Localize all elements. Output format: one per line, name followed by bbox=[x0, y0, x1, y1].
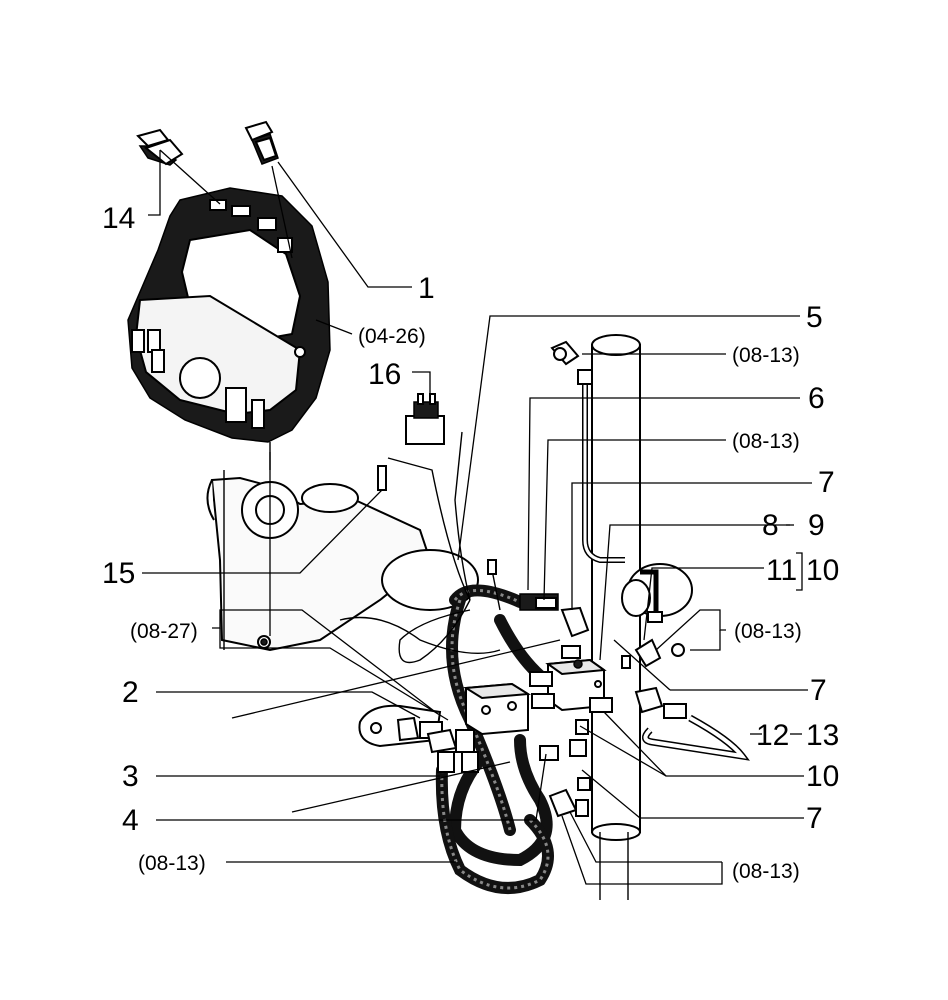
label-10-bottom: 10 bbox=[806, 760, 839, 793]
label-7-top: 7 bbox=[818, 466, 835, 499]
label-08-13-left-bottom: (08-13) bbox=[138, 852, 206, 875]
label-08-13-second: (08-13) bbox=[732, 430, 800, 453]
label-9: 9 bbox=[808, 509, 825, 542]
orbital-valve bbox=[621, 563, 693, 623]
steering-column-bracket bbox=[206, 465, 479, 652]
wiring-harness bbox=[339, 431, 501, 664]
label-2: 2 bbox=[122, 676, 139, 709]
label-6: 6 bbox=[808, 382, 825, 415]
label-10-top: 10 bbox=[806, 554, 839, 587]
label-5: 5 bbox=[806, 301, 823, 334]
instrument-panel bbox=[127, 187, 331, 470]
fittings bbox=[396, 593, 687, 818]
label-4: 4 bbox=[122, 804, 139, 837]
steering-column-tube bbox=[591, 334, 641, 900]
label-3: 3 bbox=[122, 760, 139, 793]
label-8: 8 bbox=[762, 509, 779, 542]
label-13: 13 bbox=[806, 719, 839, 752]
label-08-13-right-bottom: (08-13) bbox=[732, 860, 800, 883]
elbow-fitting-top bbox=[550, 340, 580, 366]
tube-12-13 bbox=[642, 714, 750, 761]
label-11: 11 bbox=[766, 554, 797, 587]
label-7-bottom: 7 bbox=[806, 802, 823, 835]
valve-block-2 bbox=[462, 682, 532, 736]
label-15: 15 bbox=[102, 557, 135, 590]
label-14: 14 bbox=[102, 202, 135, 235]
label-1: 1 bbox=[418, 272, 435, 305]
leader-lines bbox=[142, 149, 812, 885]
label-7-middle: 7 bbox=[810, 674, 827, 707]
rigid-tube bbox=[577, 369, 625, 563]
callout-labels: 14 1 (04-26) 5 (08-13) 16 6 (08-13) 7 8 … bbox=[102, 202, 839, 883]
label-16: 16 bbox=[368, 358, 401, 391]
label-08-27: (08-27) bbox=[130, 620, 198, 643]
label-08-13-top: (08-13) bbox=[732, 344, 800, 367]
label-04-26: (04-26) bbox=[358, 325, 426, 348]
label-12: 12 bbox=[756, 719, 789, 752]
label-08-13-right: (08-13) bbox=[734, 620, 802, 643]
relay-16 bbox=[405, 393, 445, 445]
rocker-switch-right bbox=[244, 120, 279, 165]
rocker-switch-left bbox=[136, 128, 184, 166]
